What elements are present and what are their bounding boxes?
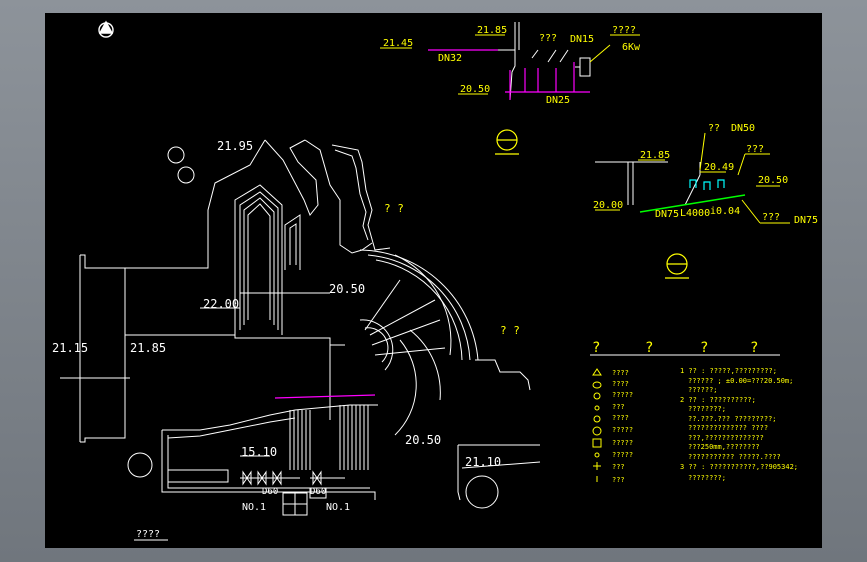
section-a-marker-icon — [495, 129, 519, 155]
legend: ? ? ? ? ???? ???? ????? ??? ???? ????? ?… — [590, 340, 780, 484]
section-right-lines — [595, 161, 701, 206]
drain-pipe — [639, 194, 746, 213]
note-line: 2 ?? : ??????????; — [680, 396, 756, 404]
right-label-b: ??? — [746, 144, 764, 155]
note-line: ??????????? ?????.???? — [688, 453, 781, 461]
design-notes: 1 ?? : ?????,?????????; ?????? ; ±0.00=?… — [680, 367, 798, 482]
section-top-pipes — [428, 49, 590, 100]
elev-top: 21.95 — [217, 139, 253, 153]
plan-caption: ???? — [136, 529, 160, 540]
right-slope: i0.04 — [710, 206, 740, 217]
legend-square-icon — [592, 438, 602, 448]
pump-label-b: D60 — [310, 487, 326, 497]
top-pipe-c: DN25 — [546, 95, 570, 106]
drawing-canvas — [45, 13, 822, 548]
elev-basin: 15.10 — [241, 445, 277, 459]
elev-right-bottom: 21.10 — [465, 455, 501, 469]
legend-circle-icon — [593, 415, 601, 423]
top-power: 6Kw — [622, 42, 641, 53]
legend-header-3: ? — [700, 340, 708, 356]
top-elev-c: 20.50 — [460, 84, 490, 95]
right-pipe-c: L4000 — [680, 208, 710, 219]
legend-cross-icon — [593, 462, 601, 470]
pump-valve-group-b — [309, 470, 345, 499]
right-pipe-d: DN75 — [794, 215, 818, 226]
pump-no-b: NO.1 — [326, 502, 350, 513]
legend-row-5: ???? — [612, 414, 629, 422]
note-line: 1 ?? : ?????,?????????; — [680, 367, 777, 375]
legend-row-9: ??? — [612, 463, 625, 471]
site-plan-outline — [60, 139, 541, 516]
right-leader-lines — [595, 132, 790, 224]
plan-supply-pipe — [274, 394, 376, 399]
note-line: ???250mm,???????? — [688, 443, 760, 451]
note-line: ?????? ; ±0.00=???20.50m; — [688, 377, 793, 385]
right-elev-c: 20.50 — [758, 175, 788, 186]
legend-row-10: ??? — [612, 476, 625, 484]
legend-header-2: ? — [645, 340, 653, 356]
legend-dot-icon — [594, 405, 600, 411]
tree-icon — [127, 452, 153, 478]
right-label-a: ?? — [708, 123, 720, 134]
elev-left-a: 21.15 — [52, 341, 88, 355]
top-equip-label: ??? — [539, 33, 557, 44]
legend-row-3: ????? — [612, 391, 633, 399]
elev-mid: 22.00 — [203, 297, 239, 311]
elev-left-b: 21.85 — [130, 341, 166, 355]
right-elev-b: 20.49 — [704, 162, 734, 173]
north-arrow-icon — [98, 20, 114, 38]
top-elev-b: 21.45 — [383, 38, 413, 49]
legend-header-4: ? — [750, 340, 758, 356]
legend-header-1: ? — [592, 340, 600, 356]
note-line: ???,?????????????? — [688, 434, 764, 442]
note-line: 3 ?? : ???????????,??905342; — [680, 463, 798, 471]
legend-large-circle-icon — [592, 426, 602, 436]
legend-row-6: ????? — [612, 426, 633, 434]
note-line: ????????; — [688, 474, 726, 482]
pump-label-a: D60 — [262, 487, 278, 497]
elev-arc: 20.50 — [329, 282, 365, 296]
note-line: ??.???.??? ?????????; — [688, 415, 777, 423]
top-power-label: ???? — [612, 25, 636, 36]
legend-row-7: ????? — [612, 439, 633, 447]
right-pipe-b: DN75 — [655, 209, 679, 220]
pump-no-a: NO.1 — [242, 502, 266, 513]
legend-ring-icon — [593, 392, 601, 400]
note-line: ?????????????? ???? — [688, 424, 768, 432]
note-line: ??????; — [688, 386, 718, 394]
section-top-lines — [498, 22, 591, 101]
top-leader-lines — [380, 34, 640, 95]
elev-bottom-arc: 20.50 — [405, 433, 441, 447]
legend-row-1: ???? — [612, 369, 629, 377]
right-elev-a: 21.85 — [640, 150, 670, 161]
plan-mark-2: ? ? — [500, 324, 520, 337]
tree-icon — [465, 475, 499, 509]
top-elev-a: 21.85 — [477, 25, 507, 36]
top-pipe-b: DN15 — [570, 34, 594, 45]
pipe-bundle — [289, 405, 369, 470]
legend-small-dot-icon — [594, 452, 600, 458]
section-b-marker-icon — [665, 253, 689, 279]
legend-triangle-icon — [592, 368, 602, 376]
tree-icon — [167, 146, 185, 164]
legend-row-2: ???? — [612, 380, 629, 388]
right-elev-d: 20.00 — [593, 200, 623, 211]
top-pipe-a: DN32 — [438, 53, 462, 64]
right-label-c: ??? — [762, 212, 780, 223]
legend-row-8: ????? — [612, 451, 633, 459]
plan-mark-1: ? ? — [384, 202, 404, 215]
tree-icon — [177, 166, 195, 184]
legend-row-4: ??? — [612, 403, 625, 411]
legend-ellipse-icon — [592, 381, 602, 389]
note-line: ????????; — [688, 405, 726, 413]
trap-fittings — [689, 179, 725, 190]
right-pipe-a: DN50 — [731, 123, 755, 134]
pump-valve-group-a — [240, 470, 308, 516]
